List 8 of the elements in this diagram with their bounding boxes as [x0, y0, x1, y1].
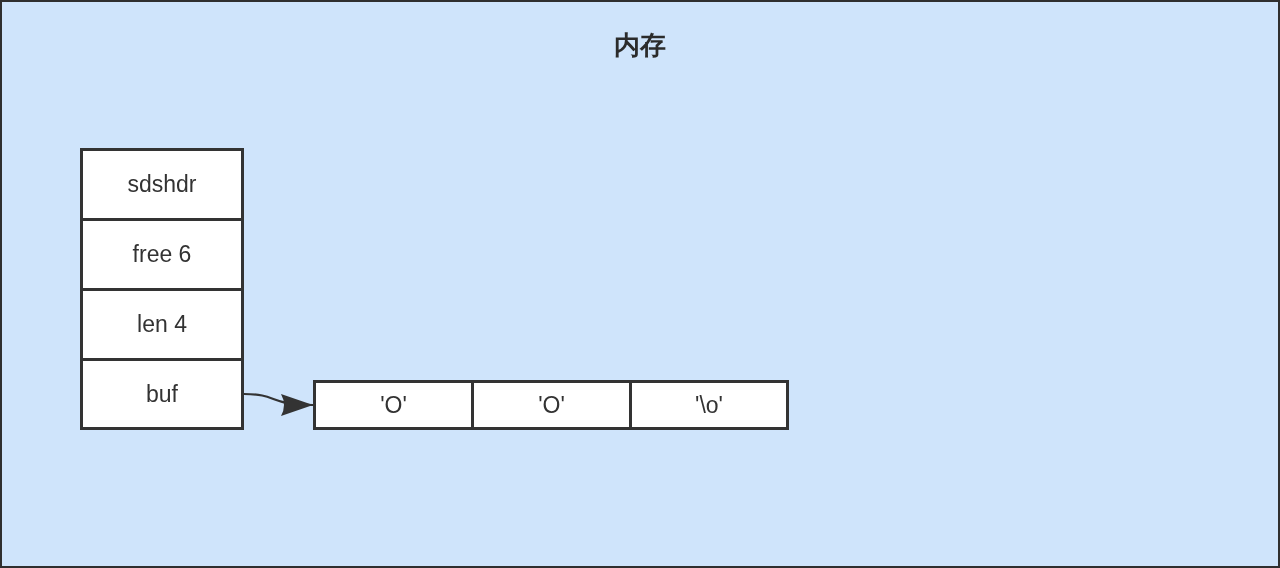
- struct-field: sdshdr: [80, 148, 244, 221]
- struct-field: len 4: [80, 288, 244, 361]
- region-title: 内存: [614, 29, 666, 62]
- struct-field: buf: [80, 358, 244, 430]
- array-element: 'O': [471, 380, 632, 430]
- array-element: '\o': [629, 380, 789, 430]
- struct-field: free 6: [80, 218, 244, 291]
- array-element: 'O': [313, 380, 474, 430]
